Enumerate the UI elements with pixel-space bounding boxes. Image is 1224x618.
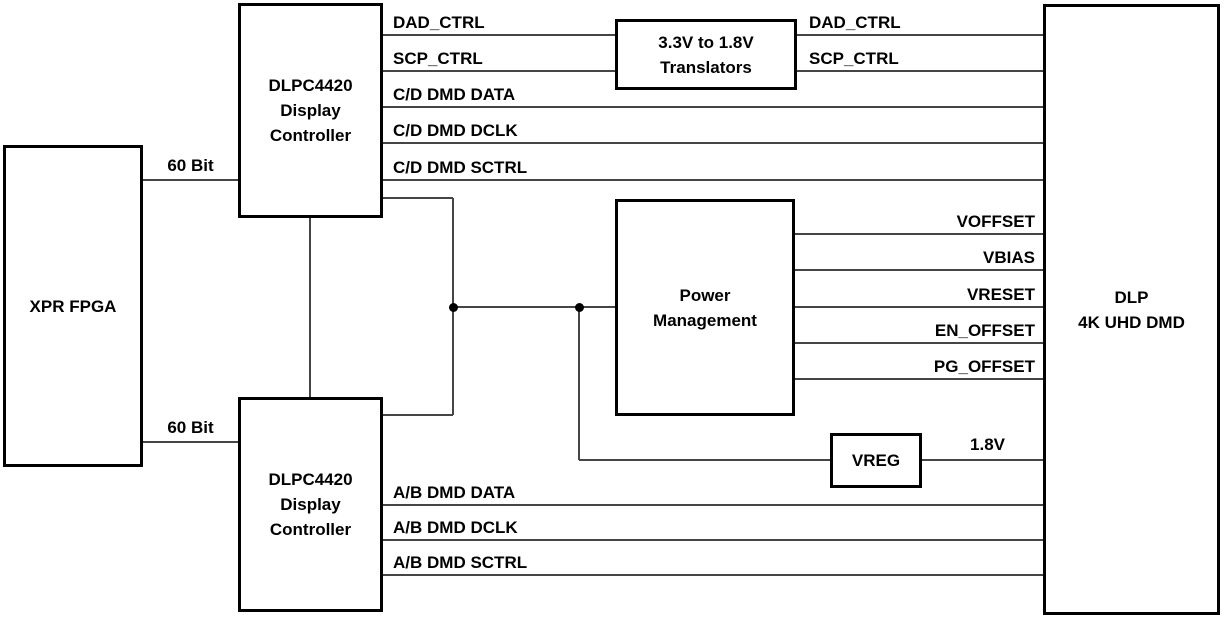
label-scp-ctrl-left: SCP_CTRL [393,49,483,68]
label-1v8: 1.8V [970,435,1005,454]
label-pg-offset: PG_OFFSET [933,357,1035,376]
wire-ctrl-interconnect [309,218,311,397]
label-vreset: VRESET [966,285,1035,304]
wire-bus-to-power [453,306,615,308]
wire-scp-ctrl-right [797,70,1043,72]
block-vreg-label: VREG [851,451,901,470]
label-ab-dmd-data: A/B DMD DATA [393,483,516,502]
wire-ab-dmd-sctrl [383,574,1043,576]
wire-top-ctrl-to-bus [383,197,453,199]
block-dlp-4k-uhd-dmd-label: 4K UHD DMD [1078,312,1185,332]
block-power-management-label: Power [679,285,731,305]
wire-ab-dmd-data [383,504,1043,506]
block-dlpc4420-top-label: DLPC4420 [268,76,353,95]
label-cd-dmd-data: C/D DMD DATA [393,85,516,104]
label-scp-ctrl-right: SCP_CTRL [809,49,899,68]
wire-vbias [795,269,1043,271]
wire-bottom-ctrl-to-bus [383,414,453,416]
label-dad-ctrl-right: DAD_CTRL [809,13,901,32]
wire-cd-dmd-dclk [383,142,1043,144]
wire-vreg-drop [578,307,580,460]
wire-pg-offset [795,378,1043,380]
label-cd-dmd-dclk: C/D DMD DCLK [393,121,518,140]
block-dlpc4420-bottom-label: DLPC4420 [268,470,353,489]
wire-60bit-bottom [143,441,238,443]
wire-ab-dmd-dclk [383,539,1043,541]
wire-vreg-out-1v8 [922,459,1043,461]
junction-bus-power [449,303,458,312]
junction-vreg-tap [575,303,584,312]
block-translators-label: Translators [660,57,752,77]
wire-60bit-top [143,179,238,181]
label-60bit-bottom: 60 Bit [167,418,214,437]
label-dad-ctrl-left: DAD_CTRL [393,13,485,32]
wire-dad-ctrl-left [383,34,615,36]
wire-cd-dmd-data [383,106,1043,108]
wire-scp-ctrl-left [383,70,615,72]
label-en-offset: EN_OFFSET [934,321,1035,340]
label-vbias: VBIAS [983,248,1035,267]
block-dlpc4420-bottom-label: Controller [269,520,352,539]
wire-dad-ctrl-right [797,34,1043,36]
label-voffset: VOFFSET [956,212,1035,231]
wire-voffset [795,233,1043,235]
label-ab-dmd-dclk: A/B DMD DCLK [393,518,518,537]
label-cd-dmd-sctrl: C/D DMD SCTRL [393,158,528,177]
block-dlp-4k-uhd-dmd: DLP 4K UHD DMD [1043,4,1220,615]
label-60bit-top: 60 Bit [167,156,214,175]
wire-cd-dmd-sctrl [383,179,1043,181]
block-xpr-fpga-label: XPR FPGA [29,296,117,316]
block-translators: 3.3V to 1.8V Translators [615,19,797,90]
block-translators-label: 3.3V to 1.8V [658,32,754,52]
block-power-management-label: Management [653,310,757,330]
block-vreg: VREG [830,433,922,488]
wire-to-vreg [579,459,830,461]
label-ab-dmd-sctrl: A/B DMD SCTRL [393,553,528,572]
block-dlpc4420-bottom-label: Display [280,495,341,514]
wire-vreset [795,306,1043,308]
block-dlpc4420-top-label: Display [280,101,341,120]
block-dlp-4k-uhd-dmd-label: DLP [1114,287,1149,307]
wire-en-offset [795,342,1043,344]
block-dlpc4420-top-label: Controller [269,126,352,145]
block-xpr-fpga: XPR FPGA [3,145,143,467]
